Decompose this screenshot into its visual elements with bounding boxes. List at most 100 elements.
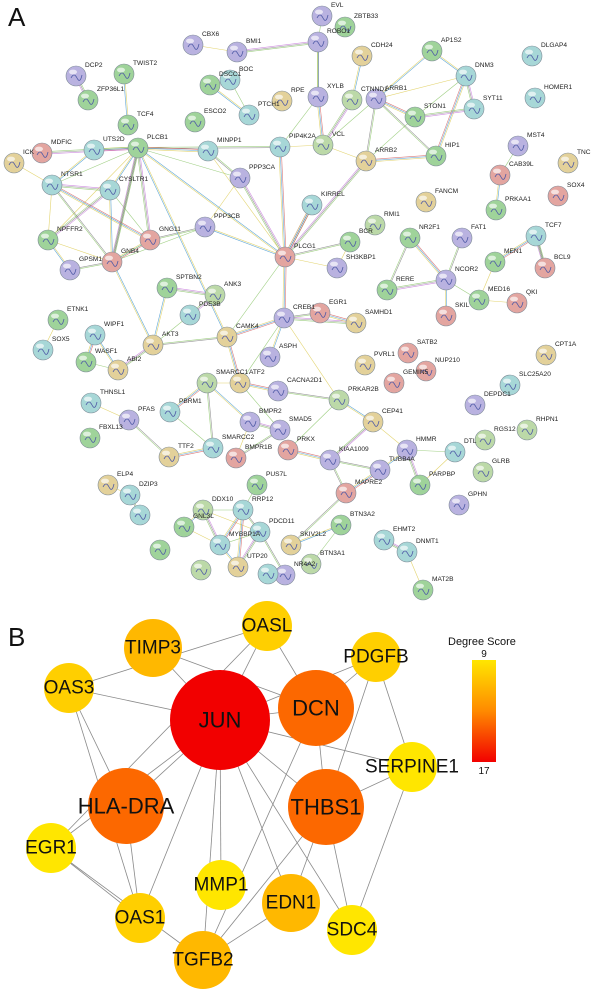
protein-node-qki[interactable] [506, 292, 528, 314]
protein-node-gng11[interactable] [139, 229, 161, 251]
protein-node-camk4[interactable] [216, 326, 238, 348]
protein-node-sox4[interactable] [547, 185, 569, 207]
hub-node-hla-dra[interactable]: HLA-DRA [78, 768, 175, 844]
protein-node-smarcc1[interactable] [196, 372, 218, 394]
protein-node-bcl9[interactable] [534, 257, 556, 279]
protein-node-cdh24[interactable] [351, 45, 373, 67]
protein-node-creb1[interactable] [273, 307, 295, 329]
protein-node-dnm3[interactable] [455, 65, 477, 87]
protein-node-boc[interactable] [219, 69, 241, 91]
protein-node-dscc1[interactable] [199, 74, 221, 96]
protein-node-rgs12[interactable] [474, 429, 496, 451]
protein-node-skiv2l2[interactable] [280, 534, 302, 556]
protein-node-prkar2b[interactable] [328, 389, 350, 411]
protein-node-prkx[interactable] [277, 439, 299, 461]
protein-node-pus7l[interactable] [246, 474, 268, 496]
protein-node-rhpn1[interactable] [516, 419, 538, 441]
protein-node-fbxl13[interactable] [79, 427, 101, 449]
protein-node-bmi1[interactable] [226, 41, 248, 63]
protein-node-kiaa1009[interactable] [319, 449, 341, 471]
protein-node-dnmt1[interactable] [396, 541, 418, 563]
protein-node-wasf1[interactable] [75, 351, 97, 373]
protein-node-unlabeled-u2[interactable] [190, 559, 212, 581]
protein-node-egr1[interactable] [309, 302, 331, 324]
protein-node-nup210[interactable] [415, 360, 437, 382]
protein-node-samhd1[interactable] [345, 312, 367, 334]
protein-node-ap1s2[interactable] [421, 40, 443, 62]
protein-node-ntsr1[interactable] [41, 174, 63, 196]
protein-node-plcg1[interactable] [274, 246, 296, 268]
protein-node-med16[interactable] [468, 289, 490, 311]
protein-node-pbrm1[interactable] [159, 401, 181, 423]
protein-node-xylb[interactable] [307, 86, 329, 108]
protein-node-wipf1[interactable] [84, 324, 106, 346]
protein-node-rpe[interactable] [271, 90, 293, 112]
hub-node-thbs1[interactable]: THBS1 [288, 769, 364, 845]
protein-node-arrb2[interactable] [355, 150, 377, 172]
protein-node-dzip3[interactable] [119, 484, 141, 506]
hub-node-dcn[interactable]: DCN [278, 670, 354, 746]
protein-node-bmpr1b[interactable] [225, 447, 247, 469]
protein-node-cysltr1[interactable] [99, 179, 121, 201]
protein-node-mybbp1a[interactable] [209, 534, 231, 556]
protein-node-akt3[interactable] [142, 334, 164, 356]
protein-node-ncor2[interactable] [435, 269, 457, 291]
protein-node-nr4a2[interactable] [274, 564, 296, 586]
hub-node-egr1[interactable]: EGR1 [25, 823, 77, 873]
protein-node-zbtb33[interactable] [334, 16, 356, 38]
protein-node-arrb1[interactable] [365, 88, 387, 110]
protein-node-rmi1[interactable] [364, 214, 386, 236]
protein-node-syt11[interactable] [463, 98, 485, 120]
hub-node-jun[interactable]: JUN [170, 670, 270, 770]
protein-node-ick[interactable] [3, 152, 25, 174]
protein-node-evl[interactable] [311, 5, 333, 27]
protein-node-unlabeled-u4[interactable] [149, 539, 171, 561]
protein-node-unlabeled-u1[interactable] [129, 504, 151, 526]
protein-node-cacna2d1[interactable] [267, 380, 289, 402]
protein-node-smad5[interactable] [269, 419, 291, 441]
protein-node-cbx6[interactable] [182, 34, 204, 56]
protein-node-gpsm1[interactable] [59, 259, 81, 281]
protein-node-kirrel[interactable] [301, 194, 323, 216]
protein-node-mdfic[interactable] [31, 142, 53, 164]
protein-node-tubb4a[interactable] [369, 459, 391, 481]
protein-node-cep41[interactable] [362, 411, 384, 433]
protein-node-fat1[interactable] [451, 227, 473, 249]
protein-node-dtl[interactable] [444, 441, 466, 463]
protein-node-zfp36l1[interactable] [77, 89, 99, 111]
protein-node-gnl3l[interactable] [173, 516, 195, 538]
protein-node-skil[interactable] [435, 305, 457, 327]
protein-node-mapre2[interactable] [335, 482, 357, 504]
protein-node-ank3[interactable] [204, 284, 226, 306]
protein-node-esco2[interactable] [184, 111, 206, 133]
protein-node-sptbn2[interactable] [156, 277, 178, 299]
protein-node-hip1[interactable] [425, 145, 447, 167]
protein-node-hmmr[interactable] [396, 439, 418, 461]
hub-node-oas1[interactable]: OAS1 [115, 893, 166, 943]
protein-node-rere[interactable] [376, 279, 398, 301]
protein-node-pip4k2a[interactable] [269, 136, 291, 158]
protein-node-parpbp[interactable] [409, 474, 431, 496]
hub-node-edn1[interactable]: EDN1 [262, 874, 320, 932]
protein-node-gphn[interactable] [448, 494, 470, 516]
protein-node-depdc1[interactable] [464, 394, 486, 416]
protein-node-smarcc2[interactable] [202, 437, 224, 459]
protein-node-asph[interactable] [259, 346, 281, 368]
protein-node-plcb1[interactable] [127, 137, 149, 159]
protein-node-dcp2[interactable] [65, 65, 87, 87]
protein-node-ctnnd1[interactable] [341, 89, 363, 111]
protein-node-fancm[interactable] [415, 191, 437, 213]
protein-node-ttf2[interactable] [158, 446, 180, 468]
protein-node-ehmt2[interactable] [373, 529, 395, 551]
hub-node-timp3[interactable]: TIMP3 [124, 619, 182, 677]
protein-node-vcl[interactable] [312, 134, 334, 156]
protein-node-atf2[interactable] [229, 372, 251, 394]
hub-node-mmp1[interactable]: MMP1 [194, 860, 249, 910]
protein-node-nr2f1[interactable] [399, 227, 421, 249]
protein-node-utp20[interactable] [227, 556, 249, 578]
protein-node-ptch1[interactable] [238, 104, 260, 126]
protein-node-pvrl1[interactable] [354, 354, 376, 376]
protein-node-gnb4[interactable] [101, 251, 123, 273]
protein-node-minpp1[interactable] [197, 140, 219, 162]
protein-node-npffr2[interactable] [37, 229, 59, 251]
